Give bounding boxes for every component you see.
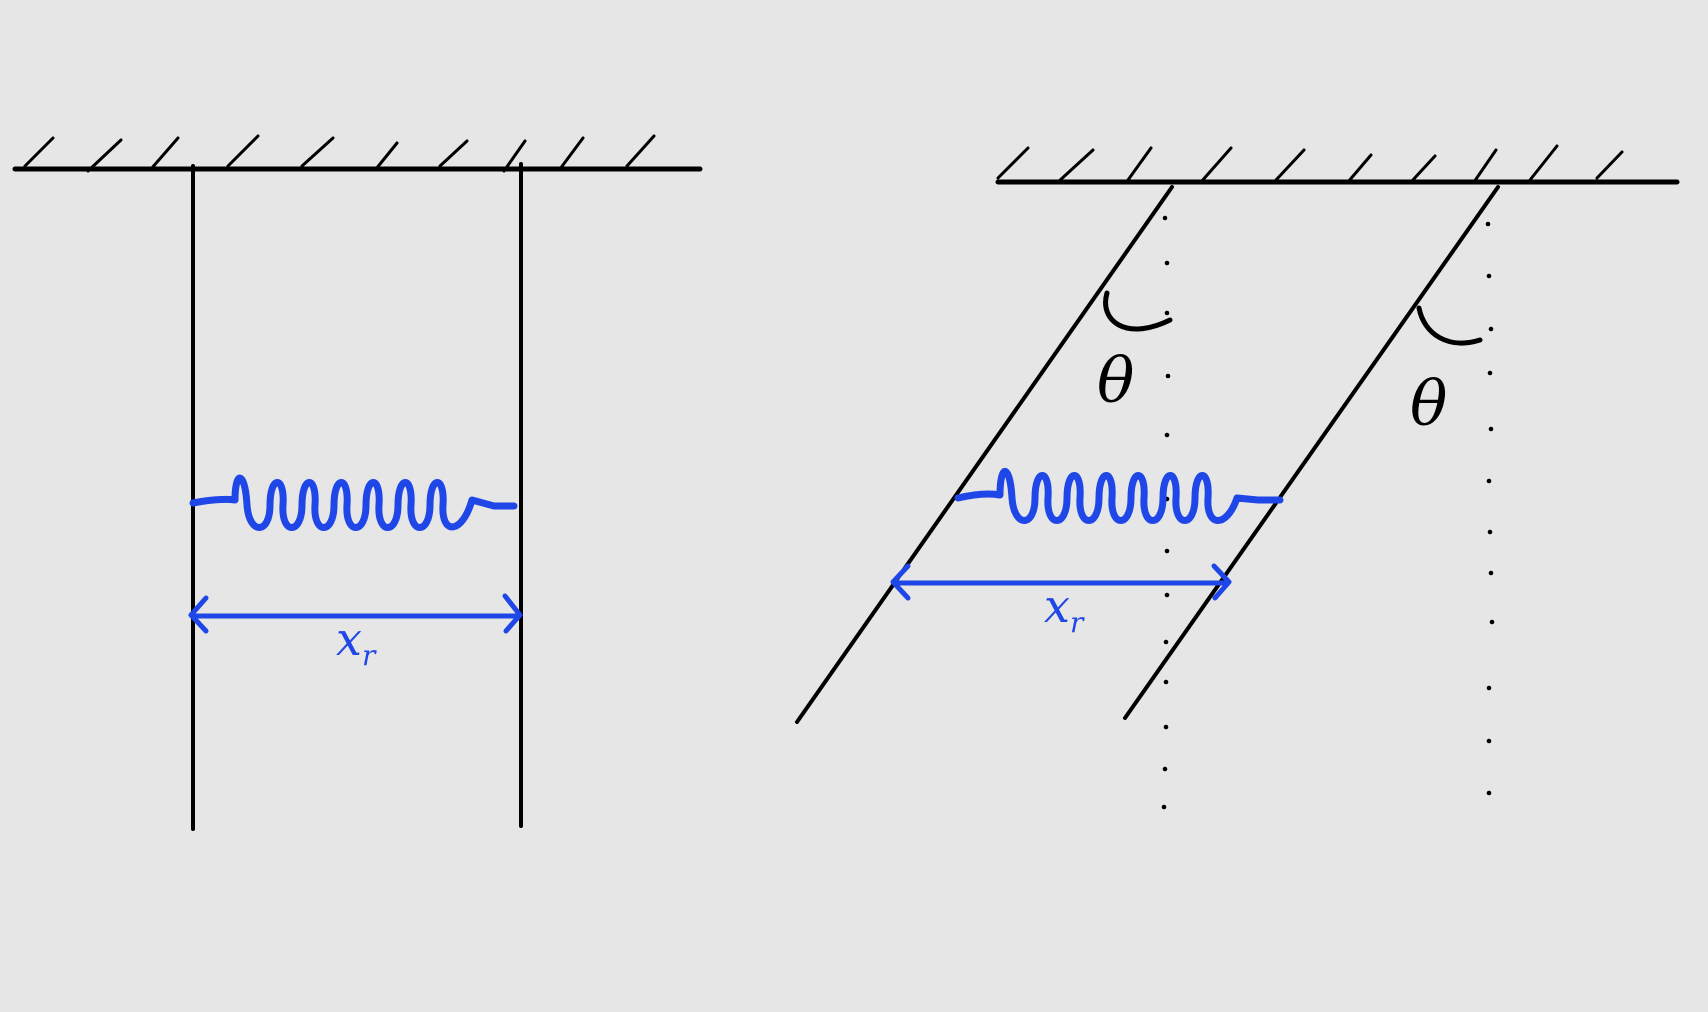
- left-spring: [189, 474, 518, 531]
- left-diagram: xr: [12, 134, 703, 831]
- right-angle-label-2: θ: [1410, 367, 1447, 440]
- right-angle-arc-2: [1416, 305, 1483, 346]
- right-distance-arrow: [890, 563, 1232, 601]
- right-diagram: θ θ xr: [795, 144, 1680, 810]
- left-ceiling: [12, 134, 703, 173]
- left-distance-arrow: [188, 593, 523, 634]
- right-rod-1: [795, 185, 1174, 724]
- right-distance-label-var: x: [1044, 579, 1070, 633]
- right-vertical-reference-1: [1161, 215, 1171, 810]
- right-ceiling-hatching: [996, 144, 1624, 184]
- right-arrow-head-left: [890, 563, 911, 601]
- right-angle-arc-1: [1103, 290, 1173, 332]
- right-distance-label-sub: r: [1070, 606, 1085, 639]
- left-arrow-head-left: [188, 595, 209, 634]
- right-distance-label: xr: [1044, 579, 1085, 639]
- right-vertical-reference-2: [1485, 221, 1495, 796]
- left-ceiling-hatching: [23, 134, 656, 173]
- left-arrow-head-right: [502, 593, 523, 634]
- left-distance-label-sub: r: [362, 639, 377, 672]
- right-rod-2: [1123, 185, 1500, 720]
- left-distance-label-var: x: [336, 612, 362, 666]
- right-angle-label-1: θ: [1097, 344, 1134, 417]
- right-spring: [954, 468, 1284, 524]
- right-ceiling: [995, 144, 1680, 185]
- left-distance-label: xr: [336, 612, 377, 672]
- right-arrow-head-right: [1211, 563, 1232, 601]
